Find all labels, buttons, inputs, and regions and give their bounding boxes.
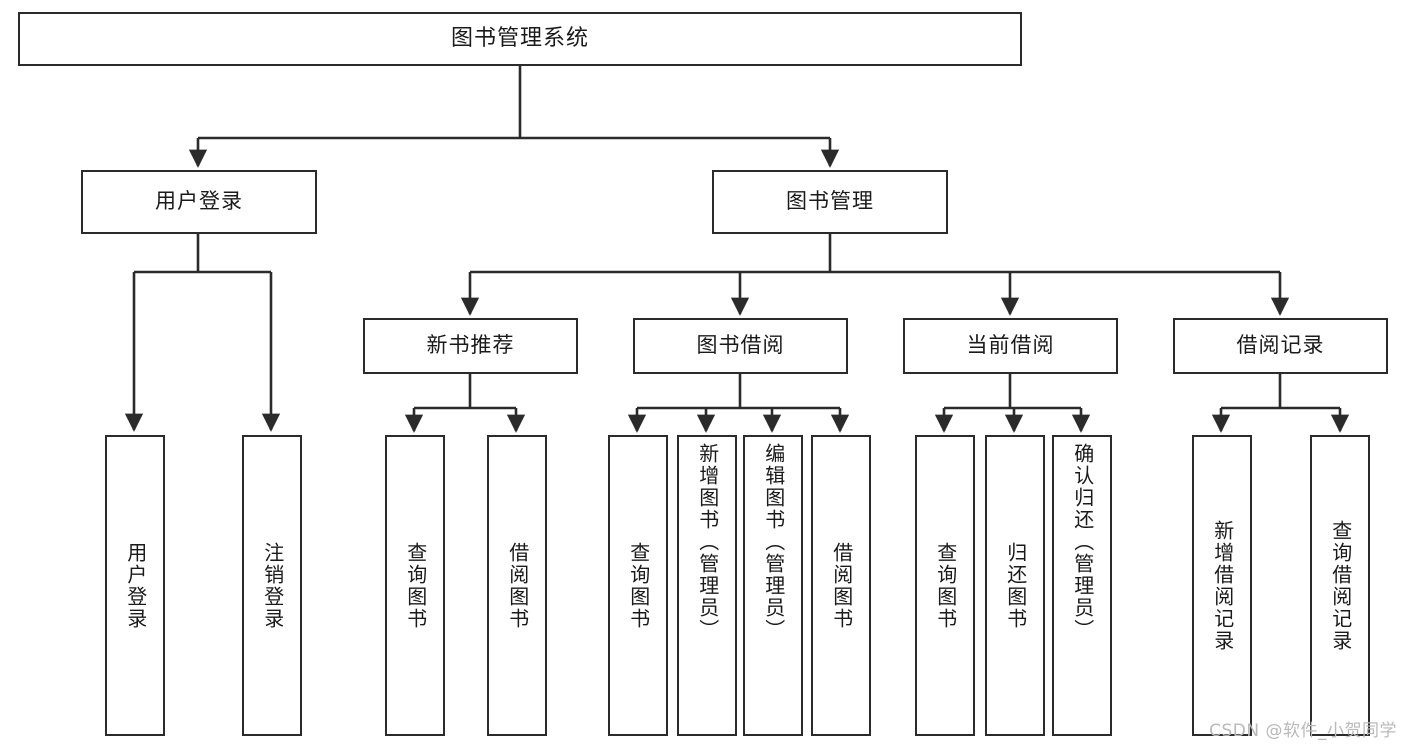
leaf-new-book-recommend-1-label: 查询图书 <box>403 541 428 630</box>
node-new-book-recommend[interactable]: 新书推荐 <box>363 318 578 374</box>
node-current-borrow[interactable]: 当前借阅 <box>903 318 1118 374</box>
leaf-borrow-record-1-label: 新增借阅记录 <box>1210 519 1235 652</box>
leaf-book-borrow-1-label: 查询图书 <box>626 541 651 630</box>
leaf-book-borrow-3-label: 编辑图书（管理员） <box>761 443 786 641</box>
leaf-borrow-record-1[interactable]: 新增借阅记录 <box>1192 435 1252 736</box>
leaf-borrow-record-2-label: 查询借阅记录 <box>1328 519 1353 652</box>
node-new-book-recommend-label: 新书推荐 <box>426 333 515 358</box>
leaf-user-login-1-label: 用户登录 <box>123 541 148 630</box>
leaf-book-borrow-4-label: 借阅图书 <box>829 541 854 630</box>
node-book-borrow-label: 图书借阅 <box>696 333 785 358</box>
leaf-book-borrow-1[interactable]: 查询图书 <box>608 435 668 736</box>
node-root-system[interactable]: 图书管理系统 <box>18 12 1022 66</box>
leaf-current-borrow-1[interactable]: 查询图书 <box>915 435 975 736</box>
leaf-new-book-recommend-2[interactable]: 借阅图书 <box>487 435 547 736</box>
leaf-new-book-recommend-1[interactable]: 查询图书 <box>385 435 445 736</box>
leaf-book-borrow-3[interactable]: 编辑图书（管理员） <box>743 435 803 736</box>
node-current-borrow-label: 当前借阅 <box>966 333 1055 358</box>
leaf-current-borrow-1-label: 查询图书 <box>933 541 958 630</box>
node-root-system-label: 图书管理系统 <box>450 25 589 51</box>
leaf-current-borrow-2-label: 归还图书 <box>1003 541 1028 630</box>
leaf-user-login-2-label: 注销登录 <box>260 541 285 630</box>
leaf-book-borrow-2[interactable]: 新增图书（管理员） <box>677 435 737 736</box>
leaf-book-borrow-4[interactable]: 借阅图书 <box>811 435 871 736</box>
leaf-current-borrow-3[interactable]: 确认归还（管理员） <box>1052 435 1112 736</box>
node-user-login-label: 用户登录 <box>155 189 243 214</box>
leaf-book-borrow-2-label: 新增图书（管理员） <box>695 443 720 641</box>
leaf-user-login-2[interactable]: 注销登录 <box>242 435 302 736</box>
node-book-manage-label: 图书管理 <box>786 189 874 214</box>
node-user-login[interactable]: 用户登录 <box>81 170 317 234</box>
leaf-current-borrow-3-label: 确认归还（管理员） <box>1070 443 1095 641</box>
node-book-manage[interactable]: 图书管理 <box>712 170 948 234</box>
leaf-user-login-1[interactable]: 用户登录 <box>105 435 165 736</box>
node-borrow-record[interactable]: 借阅记录 <box>1173 318 1388 374</box>
leaf-current-borrow-2[interactable]: 归还图书 <box>985 435 1045 736</box>
leaf-new-book-recommend-2-label: 借阅图书 <box>505 541 530 630</box>
node-borrow-record-label: 借阅记录 <box>1236 333 1325 358</box>
leaf-borrow-record-2[interactable]: 查询借阅记录 <box>1310 435 1370 736</box>
node-book-borrow[interactable]: 图书借阅 <box>633 318 848 374</box>
